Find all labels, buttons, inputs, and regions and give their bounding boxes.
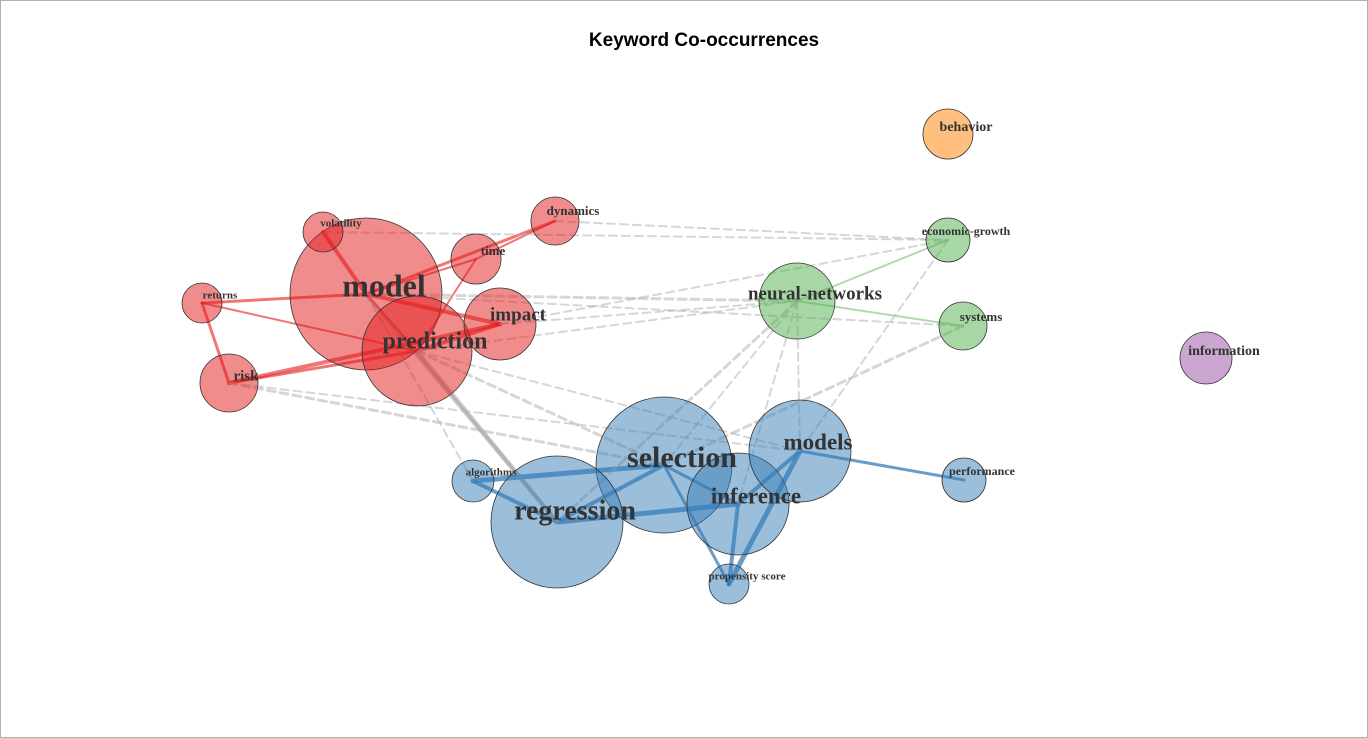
node-label-performance: performance [949,464,1016,478]
node-regression[interactable] [490,455,624,589]
node-label-economic: economic-growth [922,224,1011,238]
node-label-time: time [481,243,506,258]
node-label-dynamics: dynamics [547,203,600,218]
nodes-layer [181,108,1233,605]
node-dynamics[interactable] [530,196,580,246]
edge-impact-economic [499,239,949,325]
chart-title: Keyword Co-occurrences [588,30,820,51]
edge-impact-neural [499,300,798,325]
node-label-information: information [1188,344,1260,359]
node-label-systems: systems [960,309,1003,324]
edge-risk-models [228,382,801,452]
node-volatility[interactable] [302,211,344,253]
node-risk[interactable] [199,353,259,413]
edge-prediction-models [416,350,801,452]
node-algorithms[interactable] [451,459,495,503]
node-label-algorithms: algorithms [466,467,517,479]
node-label-propensity: propensity score [709,571,786,583]
edge-prediction-neural [416,300,798,352]
node-label-models: models [784,429,853,454]
node-label-prediction: prediction [383,329,488,355]
node-label-behavior: behavior [940,120,993,135]
node-returns[interactable] [181,282,223,324]
node-prediction[interactable] [361,295,473,407]
node-neural[interactable] [758,262,836,340]
node-systems[interactable] [938,301,988,351]
edge-risk-selection [227,381,666,467]
node-information[interactable] [1179,331,1233,385]
edge-volatility-economic [322,231,949,241]
node-label-inference: inference [711,483,801,508]
node-label-risk: risk [233,368,259,384]
node-label-regression: regression [514,495,636,526]
edge-dynamics-economic [554,220,949,241]
node-label-returns: returns [203,290,238,302]
node-label-volatility: volatility [320,218,362,230]
edge-model-systems [365,293,964,327]
node-impact[interactable] [463,287,537,361]
node-label-impact: impact [490,304,547,325]
node-performance[interactable] [941,457,987,503]
node-propensity[interactable] [708,563,750,605]
node-label-selection: selection [627,441,737,474]
node-behavior[interactable] [922,108,974,160]
node-models[interactable] [748,399,852,503]
node-economic[interactable] [925,217,971,263]
node-time[interactable] [450,233,502,285]
node-label-model: model [342,267,426,303]
node-label-neural: neural-networks [748,283,882,304]
